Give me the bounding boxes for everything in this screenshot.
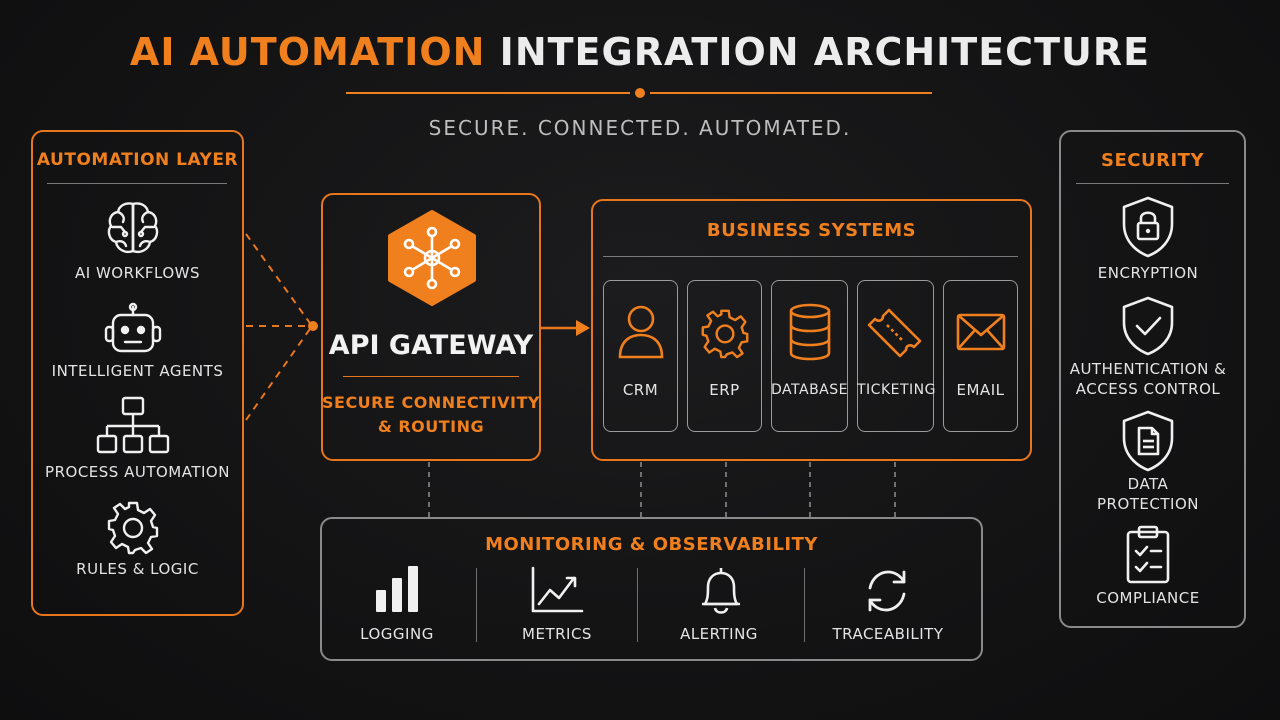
api-gateway-title: API GATEWAY xyxy=(328,330,534,361)
erp-gear-icon xyxy=(701,309,749,359)
automation-item-label-rules-logic: RULES & LOGIC xyxy=(76,560,199,578)
business-item-label-erp: ERP xyxy=(709,381,740,399)
hierarchy-icon xyxy=(96,396,170,454)
title-underline-right xyxy=(650,92,932,94)
business-item-label-database: DATABASE xyxy=(771,382,848,398)
connector-automation-top xyxy=(245,233,313,327)
monitoring-item-label-metrics: METRICS xyxy=(522,625,592,643)
page-title: AI AUTOMATION INTEGRATION ARCHITECTURE xyxy=(129,30,1151,74)
automation-layer-panel xyxy=(31,130,244,616)
business-item-email xyxy=(943,280,1018,432)
monitoring-separator-3 xyxy=(804,568,805,642)
monitoring-item-label-alerting: ALERTING xyxy=(680,625,758,643)
person-icon xyxy=(618,305,664,359)
bell-icon xyxy=(702,568,740,614)
security-item-label-authentication-line2: ACCESS CONTROL xyxy=(1075,380,1221,398)
monitoring-panel xyxy=(320,517,983,661)
security-item-label-data-protection-line2: PROTECTION xyxy=(1096,495,1199,513)
database-icon xyxy=(789,303,831,361)
gateway-to-business-arrowhead xyxy=(576,320,590,336)
api-gateway-subtitle-line1: SECURE CONNECTIVITY xyxy=(321,393,540,412)
automation-layer-divider xyxy=(47,183,227,184)
network-hub-icon xyxy=(388,210,476,306)
monitoring-heading: MONITORING & OBSERVABILITY xyxy=(485,534,818,555)
document-shield-icon xyxy=(1122,410,1174,472)
business-item-label-email: EMAIL xyxy=(956,381,1005,399)
security-item-label-data-protection-line1: DATA xyxy=(1127,475,1169,493)
connector-node-dot xyxy=(308,321,318,331)
business-item-label-ticketing: TICKETING xyxy=(857,382,936,398)
monitoring-item-label-traceability: TRACEABILITY xyxy=(832,625,944,643)
check-shield-icon xyxy=(1122,296,1174,356)
security-panel xyxy=(1059,130,1246,628)
automation-layer-heading: AUTOMATION LAYER xyxy=(36,150,239,170)
automation-item-label-intelligent-agents: INTELLIGENT AGENTS xyxy=(51,362,224,380)
automation-item-label-process-automation: PROCESS AUTOMATION xyxy=(45,463,230,481)
business-systems-divider xyxy=(603,256,1018,257)
security-item-label-authentication-line1: AUTHENTICATION & xyxy=(1069,360,1227,378)
api-gateway-subtitle-line2: & ROUTING xyxy=(377,417,485,436)
business-item-crm xyxy=(603,280,678,432)
bar-chart-icon xyxy=(376,566,418,612)
connector-automation-bottom xyxy=(245,325,313,421)
monitoring-separator-2 xyxy=(637,568,638,642)
robot-icon xyxy=(104,302,162,353)
brain-icon xyxy=(107,202,159,254)
monitoring-item-label-logging: LOGGING xyxy=(360,625,434,643)
title-underline-dot xyxy=(635,88,645,98)
api-gateway-panel xyxy=(321,193,541,461)
refresh-icon xyxy=(868,570,906,612)
business-systems-panel xyxy=(591,199,1032,461)
business-item-erp xyxy=(687,280,762,432)
line-chart-icon xyxy=(531,566,584,613)
page-subtitle: SECURE. CONNECTED. AUTOMATED. xyxy=(428,116,852,140)
security-divider xyxy=(1076,183,1229,184)
title-underline-left xyxy=(346,92,630,94)
business-item-database xyxy=(771,280,848,432)
automation-item-label-ai-workflows: AI WORKFLOWS xyxy=(75,264,200,282)
business-systems-heading: BUSINESS SYSTEMS xyxy=(706,220,917,241)
monitoring-separator-1 xyxy=(476,568,477,642)
ticket-icon xyxy=(867,308,922,358)
business-item-label-crm: CRM xyxy=(622,381,659,399)
clipboard-check-icon xyxy=(1126,525,1170,584)
lock-shield-icon xyxy=(1122,196,1174,258)
api-gateway-divider xyxy=(343,376,519,377)
security-heading: SECURITY xyxy=(1101,150,1204,171)
gear-icon xyxy=(107,501,159,555)
business-item-ticketing xyxy=(857,280,934,432)
security-item-label-encryption: ENCRYPTION xyxy=(1097,264,1199,282)
security-item-label-compliance: COMPLIANCE xyxy=(1096,589,1200,607)
envelope-icon xyxy=(956,313,1006,351)
